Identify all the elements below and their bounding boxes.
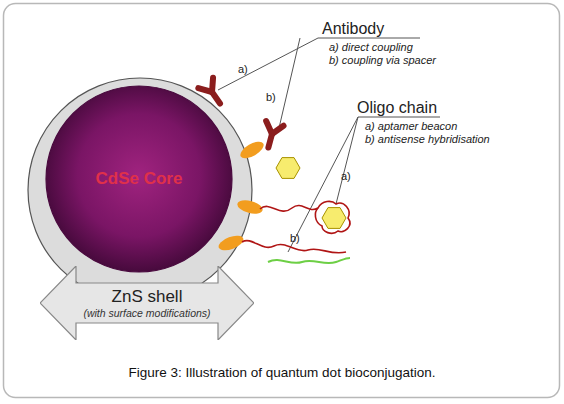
spacer-linker — [238, 138, 267, 161]
core-circle: CdSe Core — [44, 84, 234, 274]
option-item: a) aptamer beacon — [365, 120, 457, 132]
option-item: b) antisense hybridisation — [365, 133, 490, 145]
antibody-symbol — [260, 121, 284, 150]
figure-caption: Figure 3: Illustration of quantum dot bi… — [0, 366, 564, 381]
spacer-linker — [217, 233, 246, 253]
group-heading: Oligo chain — [357, 99, 437, 117]
node-subtitle: (with surface modifications) — [83, 307, 210, 320]
aptamer-loop — [315, 201, 349, 233]
leader-line — [279, 38, 300, 128]
callout-letter: b) — [290, 232, 300, 244]
target-hexagon — [276, 158, 300, 179]
callout-letter: a) — [238, 63, 248, 75]
callout-letter: a) — [341, 170, 351, 182]
figure-frame — [4, 4, 560, 398]
arrow-fill — [40, 266, 254, 340]
antibody-symbol — [198, 78, 227, 109]
core-fill — [46, 86, 232, 272]
leader-line — [288, 117, 358, 252]
option-item: a) direct coupling — [329, 41, 413, 53]
node-title: ZnS shell — [112, 287, 183, 307]
target-hexagon — [322, 208, 346, 229]
spacer-linker — [236, 198, 264, 216]
double-arrow: ZnS shell(with surface modifications) — [40, 266, 254, 340]
node-title: CdSe Core — [96, 169, 183, 189]
group-heading: Antibody — [322, 20, 384, 38]
antisense-strand — [268, 258, 350, 263]
callout-letter: b) — [266, 91, 276, 103]
oligo-strand — [260, 205, 318, 211]
option-item: b) coupling via spacer — [329, 54, 436, 66]
